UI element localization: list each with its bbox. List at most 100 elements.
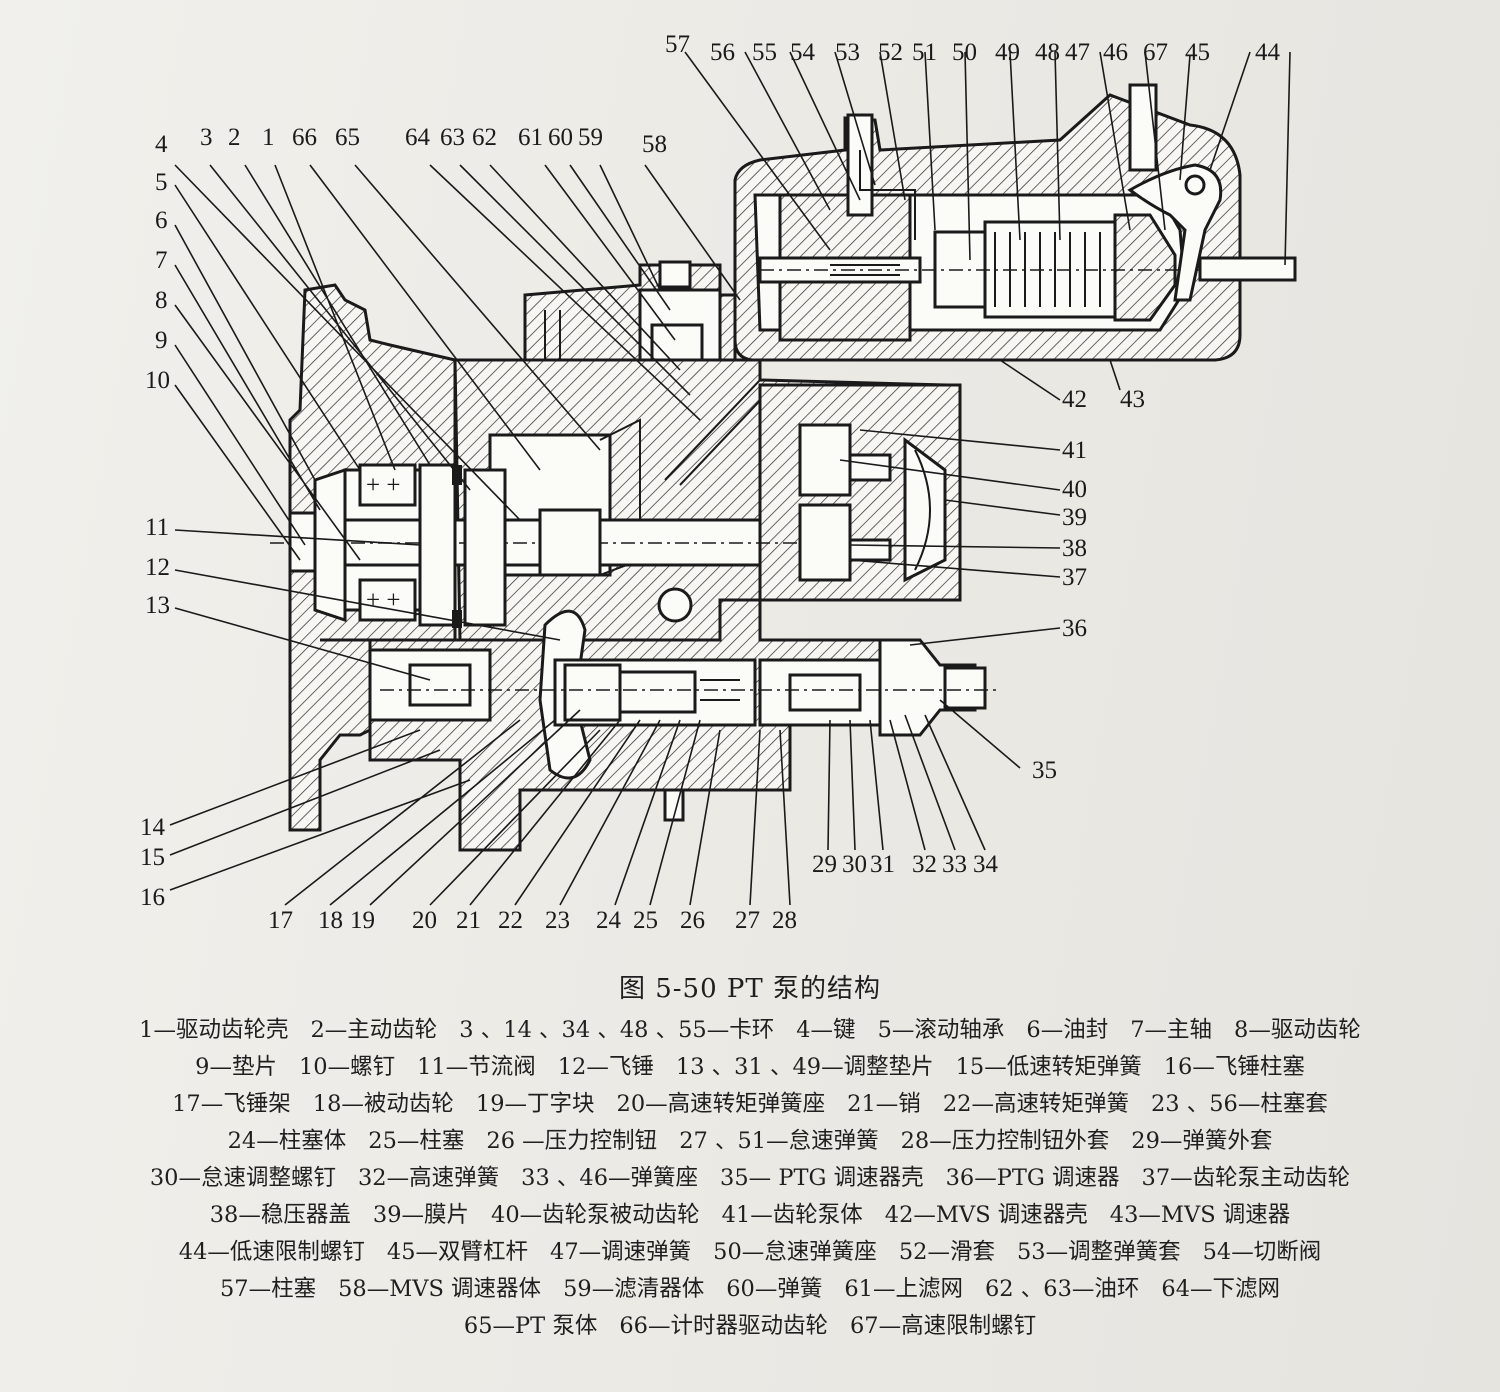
legend-entry: 3 、14 、34 、48 、55—卡环 — [459, 1017, 775, 1043]
legend-line: 30—怠速调整螺钉 32—高速弹簧 33 、46—弹簧座 35— PTG 调速器壳 36… — [30, 1160, 1470, 1197]
legend-entry: 60—弹簧 — [726, 1276, 823, 1302]
callout: 46 — [1103, 39, 1128, 66]
legend-entry: 22—高速转矩弹簧 — [942, 1091, 1129, 1117]
legend-entry: 6—油封 — [1026, 1017, 1109, 1043]
callout: 8 — [155, 287, 168, 314]
legend-entry: 64—下滤网 — [1161, 1276, 1281, 1302]
diaphragm — [914, 449, 931, 571]
callout: 28 — [772, 907, 797, 934]
callout: 25 — [633, 907, 658, 934]
callout: 42 — [1062, 386, 1087, 413]
legend-entry: 41—齿轮泵体 — [721, 1202, 863, 1228]
callout: 57 — [665, 31, 690, 58]
callout: 13 — [145, 592, 170, 619]
legend-entry: 16—飞锤柱塞 — [1163, 1054, 1305, 1080]
callout: 16 — [140, 884, 165, 911]
legend-entry: 58—MVS 调速器体 — [338, 1276, 542, 1302]
high-speed-torque-spring — [563, 663, 622, 722]
callout: 6 — [155, 207, 168, 234]
callout: 15 — [140, 844, 165, 871]
legend-entry: 42—MVS 调速器壳 — [884, 1202, 1088, 1228]
callout: 33 — [942, 851, 967, 878]
legend-entry: 38—稳压器盖 — [209, 1202, 351, 1228]
callout: 65 — [335, 124, 360, 151]
upper-filter-screen — [650, 323, 704, 367]
legend-entry: 15—低速转矩弹簧 — [955, 1054, 1142, 1080]
legend-entry: 52—滑套 — [898, 1239, 995, 1265]
callout: 58 — [642, 131, 667, 158]
legend-entry: 10—螺钉 — [298, 1054, 396, 1080]
mvs-governor-assembly — [733, 83, 1297, 362]
legend-entry: 28—压力控制钮外套 — [900, 1128, 1110, 1154]
callout: 4 — [155, 131, 168, 158]
callout: 45 — [1185, 39, 1210, 66]
spring-seat-46 — [1113, 213, 1177, 322]
legend-entry: 19—丁字块 — [475, 1091, 595, 1117]
legend-entry: 40—齿轮泵被动齿轮 — [491, 1202, 700, 1228]
callout: 35 — [1032, 757, 1057, 784]
callout: 39 — [1062, 504, 1087, 531]
callout: 3 — [200, 124, 213, 151]
high-speed-limit-screw — [1128, 83, 1158, 172]
low-speed-limit-screw — [1198, 256, 1297, 282]
callout: 63 — [440, 124, 465, 151]
legend-entry: 61—上滤网 — [844, 1276, 963, 1302]
legend-entry: 50—怠速弹簧座 — [713, 1239, 877, 1265]
legend-entry: 30—怠速调整螺钉 — [149, 1165, 336, 1191]
callout: 29 — [812, 851, 837, 878]
legend-entry: 66—计时器驱动齿轮 — [619, 1313, 828, 1339]
callout: 9 — [155, 327, 168, 354]
high-speed-spring — [788, 673, 862, 712]
legend-entry: 37—齿轮泵主动齿轮 — [1141, 1165, 1351, 1191]
callout: 26 — [680, 907, 705, 934]
gear-pump-assembly — [758, 383, 962, 602]
legend-entry: 35— PTG 调速器壳 — [720, 1165, 924, 1191]
legend-entry: 53—调整弹簧套 — [1016, 1239, 1181, 1265]
callout: 7 — [155, 247, 168, 274]
callout: 47 — [1065, 39, 1090, 66]
legend-entry: 26 —压力控制钮 — [486, 1128, 658, 1154]
legend-entry: 4—键 — [796, 1017, 856, 1043]
plunger-body — [618, 670, 697, 714]
callout: 55 — [752, 39, 777, 66]
legend-entry: 32—高速弹簧 — [357, 1165, 500, 1191]
callout: 59 — [578, 124, 603, 151]
callout: 30 — [842, 851, 867, 878]
legend-entry: 57—柱塞 — [219, 1276, 317, 1302]
legend-entry: 65—PT 泵体 — [463, 1313, 598, 1339]
callout: 44 — [1255, 39, 1281, 66]
callout-numbers: 57 56 55 54 53 52 51 50 49 48 47 46 67 4… — [140, 31, 1281, 934]
callout: 18 — [318, 907, 343, 934]
callout: 23 — [545, 907, 570, 934]
shaft-collar — [538, 508, 602, 577]
legend-entry: 23 、56—柱塞套 — [1150, 1091, 1328, 1117]
callout: 5 — [155, 169, 168, 196]
legend-entry: 20—高速转矩弹簧座 — [616, 1091, 826, 1117]
callout: 17 — [268, 907, 293, 934]
callout: 52 — [878, 39, 903, 66]
legend-entry: 1—驱动齿轮壳 — [139, 1017, 289, 1043]
flyweight-pivot — [657, 587, 693, 623]
legend-entry: 8—驱动齿轮 — [1234, 1017, 1361, 1043]
legend-entry: 33 、46—弹簧座 — [521, 1165, 699, 1191]
svg-text:+ +: + + — [366, 472, 400, 499]
legend-entry: 36—PTG 调速器 — [945, 1165, 1120, 1191]
callout: 40 — [1062, 476, 1087, 503]
legend-entry: 7—主轴 — [1130, 1017, 1213, 1043]
legend-entry: 2—主动齿轮 — [310, 1017, 438, 1043]
legend-entry: 25—柱塞 — [368, 1128, 465, 1154]
callout: 43 — [1120, 386, 1145, 413]
callout: 2 — [228, 124, 241, 151]
legend-entry: 45—双臂杠杆 — [386, 1239, 529, 1265]
legend-entry: 59—滤清器体 — [563, 1276, 705, 1302]
callout: 53 — [835, 39, 860, 66]
callout: 32 — [912, 851, 937, 878]
legend-entry: 12—飞锤 — [557, 1054, 654, 1080]
